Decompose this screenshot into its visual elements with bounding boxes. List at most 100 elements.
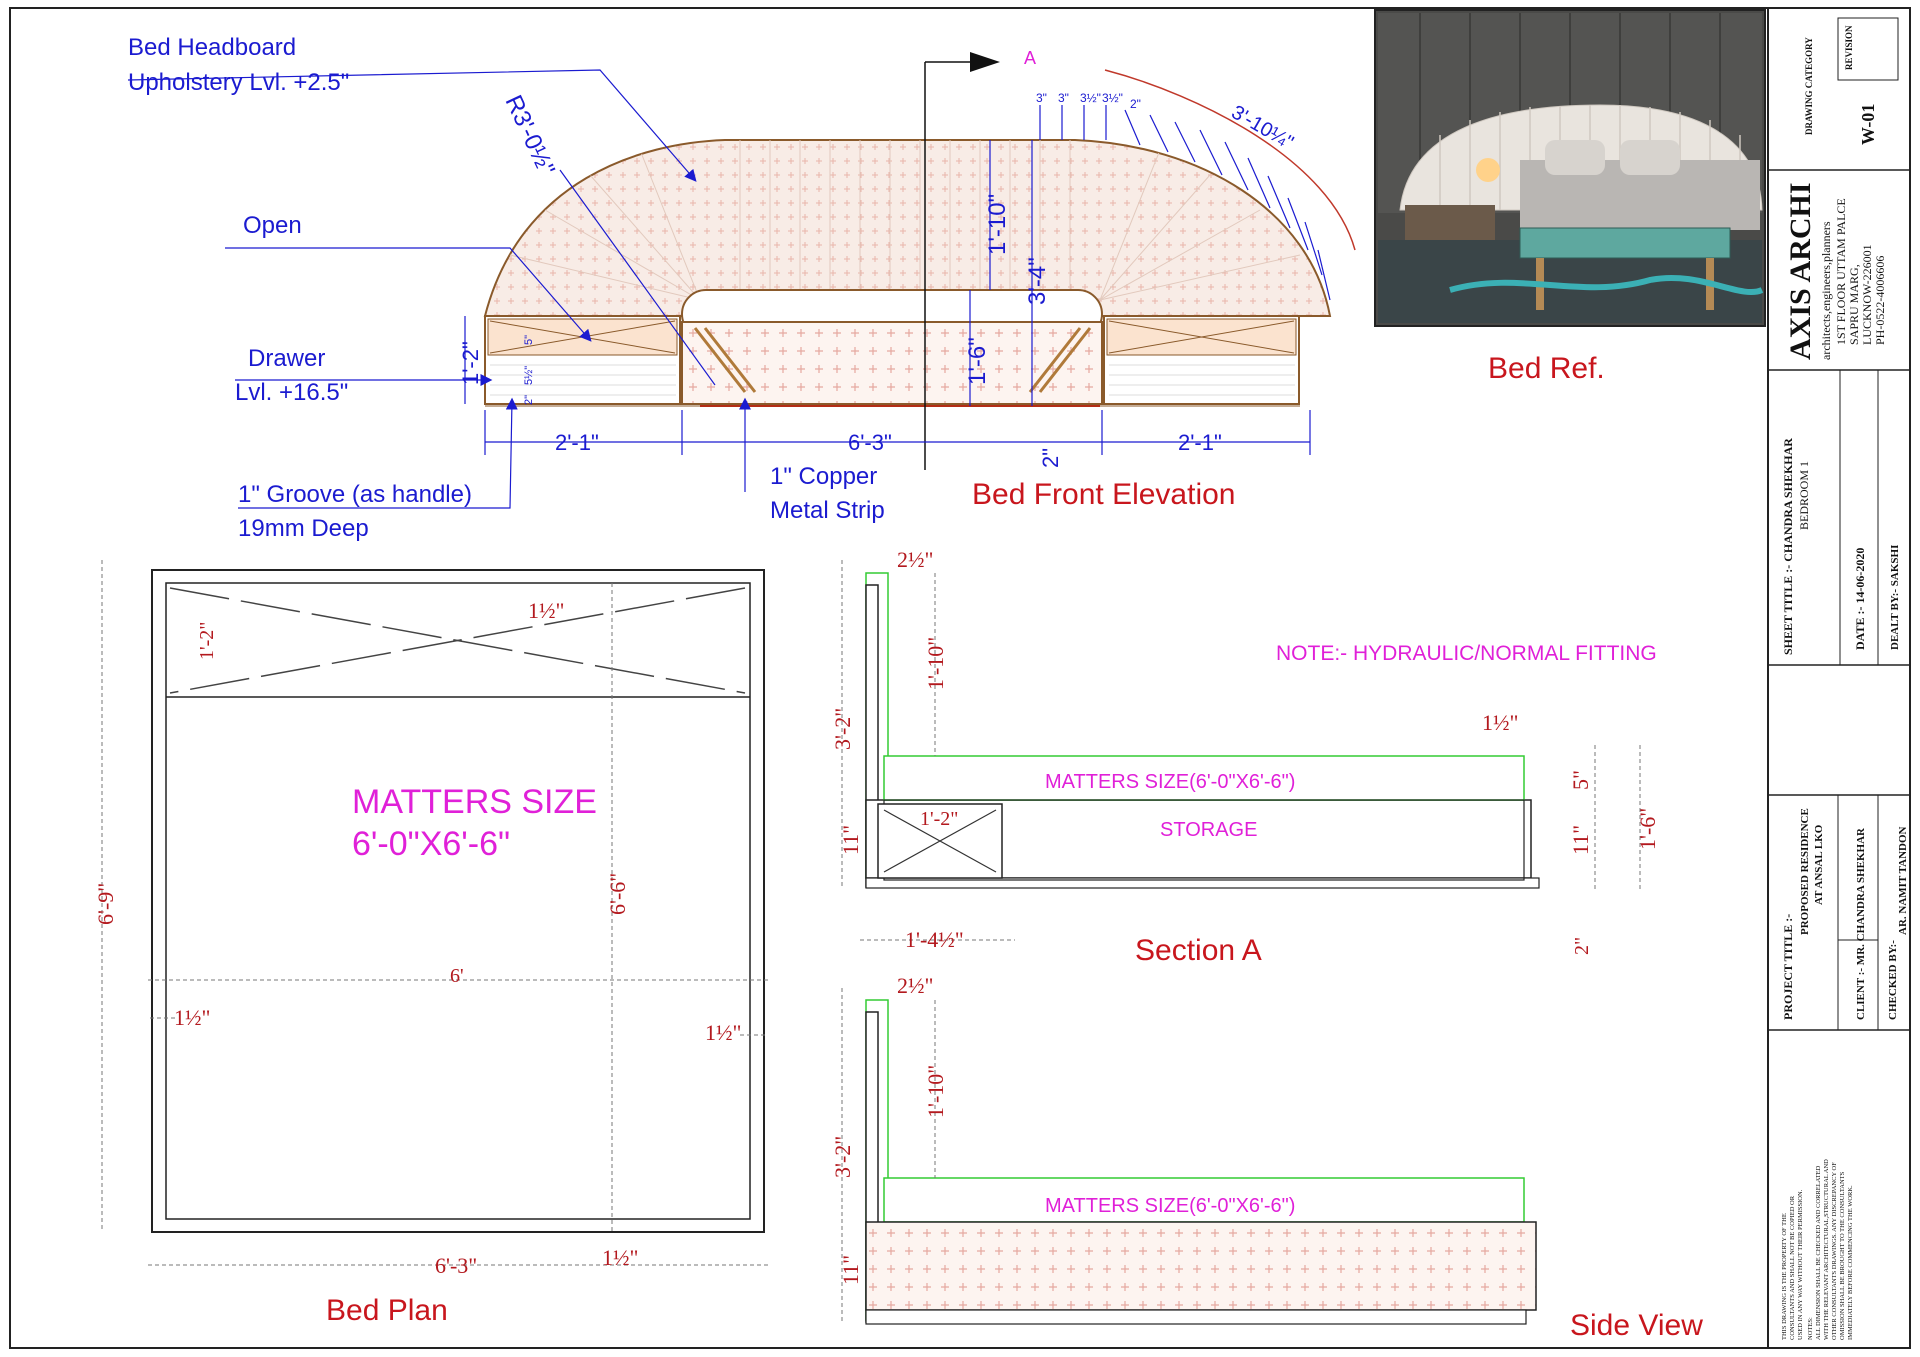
dim-small-5: 5" — [523, 335, 535, 345]
title-block: DRAWING CATEGORY REVISION W-01 AXIS ARCH… — [1767, 7, 1911, 1349]
tb-address-1: 1ST FLOOR UTTAM PALCE — [1834, 198, 1848, 345]
section-storage: STORAGE — [1160, 819, 1257, 841]
plan-dim-overall-h: 6'-9" — [93, 883, 118, 925]
plan-dim-side-right: 1½" — [705, 1020, 741, 1045]
tick-dim-3a: 3" — [1036, 91, 1047, 105]
tb-drawing-no: W-01 — [1858, 104, 1878, 145]
section-dim-drawer: 1'-2" — [920, 808, 958, 830]
dim-width-right: 2'-1" — [1178, 430, 1222, 455]
label-open: Open — [243, 212, 302, 239]
side-dim-overall: 3'-2" — [830, 1136, 855, 1178]
label-groove-2: 19mm Deep — [238, 515, 369, 542]
headboard-ribs — [509, 140, 1301, 301]
side-mattress: MATTERS SIZE(6'-0"X6'-6") — [1045, 1195, 1295, 1217]
tb-note-5: ALL DIMENSION SHALL BE CHECKED AND CORRE… — [1815, 1165, 1822, 1340]
radius-dim: R3'-0½" — [500, 91, 560, 180]
section-dim-base: 11" — [838, 825, 863, 855]
tick-dim-35b: 3½" — [1102, 91, 1123, 105]
tb-firm-name: AXIS ARCHI — [1784, 182, 1817, 360]
plan-dim-overall-w: 6'-3" — [435, 1253, 477, 1278]
tb-date: DATE :- 14-06-2020 — [1853, 548, 1867, 650]
section-note: NOTE:- HYDRAULIC/NORMAL FITTING — [1276, 642, 1657, 665]
section-dim-r11: 11" — [1568, 825, 1593, 855]
tb-note-1: THIS DRAWING IS THE PROPERTY OF THE — [1781, 1213, 1788, 1340]
arc-tick-dims — [1039, 105, 1331, 301]
side-view-title: Side View — [1570, 1309, 1703, 1342]
section-dim-end: 1½" — [1482, 710, 1518, 735]
tick-dim-3b: 3" — [1058, 91, 1069, 105]
front-elevation: A 3'-10¼" 3" 3" 3½" 3½" 2" R3'-0½" 1'-10… — [127, 34, 1356, 542]
tick-dim-35a: 3½" — [1080, 91, 1101, 105]
dim-2: 2" — [1038, 448, 1063, 468]
section-dim-r2: 2" — [1571, 937, 1593, 955]
dim-small-2: 2" — [523, 395, 535, 405]
dim-3-4: 3'-4" — [1024, 257, 1051, 305]
tb-note-8: OMISSION SHALL BE BROUGHT TO THE CONSULT… — [1839, 1171, 1846, 1340]
bed-reference-image — [1374, 9, 1766, 327]
plan-dim-inner-w: 6' — [450, 965, 464, 987]
tb-note-3: USED IN ANY WAY WITHOUT THEIR PERMISSION… — [1797, 1189, 1804, 1340]
section-marker-label: A — [1024, 48, 1036, 68]
tb-firm-tagline: architects,engineers,planners — [1819, 221, 1833, 360]
plan-dim-bottom: 1½" — [602, 1245, 638, 1270]
tb-project-title: PROJECT TITLE :- — [1781, 914, 1795, 1020]
label-headboard-2: Upholstery Lvl. +2.5" — [128, 69, 349, 96]
section-dim-top: 2½" — [897, 547, 933, 572]
tb-project-2: AT ANSAL LKO — [1813, 824, 1825, 905]
dim-small-55: 5½" — [523, 366, 535, 385]
plan-title: Bed Plan — [326, 1294, 448, 1327]
section-dim-r16: 1'-6" — [1635, 808, 1660, 850]
label-headboard-1: Bed Headboard — [128, 34, 296, 61]
plan-dim-storage: 1'-2" — [196, 622, 218, 660]
section-a-title: Section A — [1135, 934, 1262, 967]
arc-length-dim: 3'-10¼" — [1228, 101, 1298, 154]
tb-note-7: OTHER CONSULTANTS DRAWINGS. ANY DISCREPA… — [1831, 1162, 1838, 1340]
tb-phone: PH-0522-4006606 — [1873, 256, 1887, 345]
section-dim-overall: 3'-2" — [830, 708, 855, 750]
tb-note-2: CONSULTANTS AND SHALL NOT BE COPIED OR — [1789, 1195, 1796, 1340]
tb-checked-name: AR. NAMIT TANDON — [1897, 826, 1909, 935]
tb-drawing-category: DRAWING CATEGORY — [1804, 37, 1814, 135]
dim-width-mid: 6'-3" — [848, 430, 892, 455]
tick-dim-2: 2" — [1130, 97, 1141, 111]
label-copper-2: Metal Strip — [770, 497, 885, 524]
tb-address-3: LUCKNOW-226001 — [1860, 244, 1874, 345]
label-drawer-2: Lvl. +16.5" — [235, 379, 348, 406]
tb-revision-label: REVISION — [1844, 25, 1854, 70]
dim-1-10: 1'-10" — [984, 194, 1011, 255]
plan-dim-inner-h: 6'-6" — [605, 873, 630, 915]
dim-1-6: 1'-6" — [964, 337, 991, 385]
tb-checked-by: CHECKED BY:- — [1887, 940, 1899, 1020]
section-a: MATTERS SIZE(6'-0"X6'-6") STORAGE NOTE:-… — [830, 547, 1660, 967]
plan-mattress-line2: 6'-0"X6'-6" — [352, 825, 510, 863]
tb-note-9: IMMEDIATELY BEFORE COMMENCING THE WORK. — [1847, 1185, 1854, 1340]
tb-sheet-title: SHEET TITLE :- CHANDRA SHEKHAR — [1781, 438, 1795, 655]
tb-project-1: PROPOSED RESIDENCE — [1799, 808, 1811, 935]
section-dim-r5: 5" — [1568, 770, 1593, 790]
tb-dealt-by: DEALT BY:- SAKSHI — [1889, 545, 1901, 650]
section-dim-hb: 1'-10" — [923, 637, 948, 690]
dim-1-2: 1'-2" — [458, 341, 483, 385]
side-dim-top: 2½" — [897, 973, 933, 998]
label-copper-1: 1" Copper — [770, 463, 877, 490]
section-mattress: MATTERS SIZE(6'-0"X6'-6") — [1045, 771, 1295, 793]
reference-caption: Bed Ref. — [1488, 352, 1605, 385]
plan-dim-side-left: 1½" — [174, 1005, 210, 1030]
front-elevation-title: Bed Front Elevation — [972, 478, 1235, 511]
plan-dim-top-gap: 1½" — [528, 598, 564, 623]
label-groove-1: 1" Groove (as handle) — [238, 481, 472, 508]
tb-address-2: SAPRU MARG, — [1847, 264, 1861, 345]
bed-plan: MATTERS SIZE 6'-0"X6'-6" 6'-9" 6'-6" 6' … — [93, 560, 768, 1327]
tb-note-4: NOTES: — [1807, 1317, 1814, 1340]
plan-mattress-line1: MATTERS SIZE — [352, 783, 597, 821]
tb-sheet-sub: BEDROOM 1 — [1797, 461, 1811, 530]
side-dim-hb: 1'-10" — [923, 1065, 948, 1118]
tb-note-6: WITH THE RELEVANT ARCHITECTURAL,STRUCTUR… — [1823, 1159, 1830, 1340]
headboard-shape — [483, 139, 1332, 317]
side-view: MATTERS SIZE(6'-0"X6'-6") 2½" 1'-10" 3'-… — [830, 973, 1703, 1342]
section-dim-depth: 1'-4½" — [905, 927, 964, 952]
tb-client: CLIENT :- MR. CHANDRA SHEKHAR — [1855, 827, 1867, 1020]
label-drawer-1: Drawer — [248, 345, 325, 372]
dim-width-left: 2'-1" — [555, 430, 599, 455]
